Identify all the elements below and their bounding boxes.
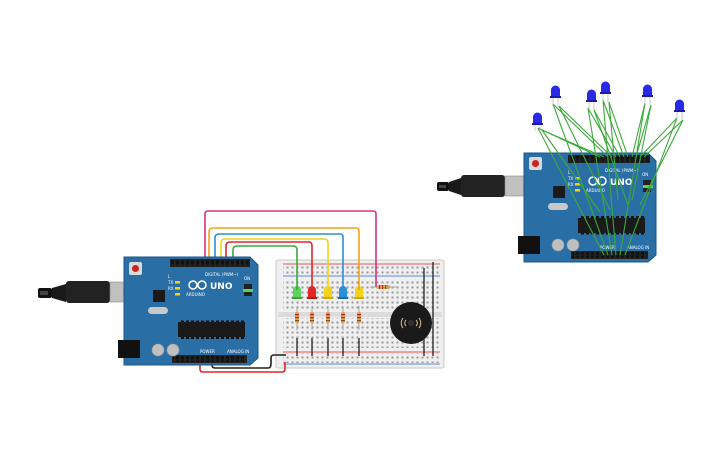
arduino-logo-icon xyxy=(188,280,207,290)
led-resistors[interactable] xyxy=(295,285,398,330)
wire-green[interactable] xyxy=(232,245,298,290)
led-icon[interactable] xyxy=(354,286,364,299)
resistor-icon xyxy=(310,306,314,330)
power-label: POWER xyxy=(600,245,615,250)
wire-black-gnd[interactable] xyxy=(211,354,286,369)
analog-label: ANALOG IN xyxy=(627,245,649,250)
wire-red[interactable] xyxy=(225,241,313,290)
led-icon[interactable] xyxy=(532,112,543,132)
rx-label: RX xyxy=(168,286,174,291)
analog-label: ANALOG IN xyxy=(227,349,249,354)
resistor-icon xyxy=(341,306,345,330)
wire-magenta[interactable] xyxy=(204,210,377,287)
wire-red-5v[interactable] xyxy=(199,362,286,373)
signal-wires[interactable] xyxy=(204,210,377,290)
on-label: ON xyxy=(642,172,648,177)
resistor-icon xyxy=(295,306,299,330)
led-icon[interactable] xyxy=(642,84,653,106)
digital-label: DIGITAL (PWM~) xyxy=(605,168,639,173)
led-icon[interactable] xyxy=(323,286,333,299)
breadboard-leds[interactable] xyxy=(292,286,364,299)
digital-label: DIGITAL (PWM~) xyxy=(205,272,239,277)
brand-label: ARDUINO xyxy=(586,188,605,193)
wire-orange[interactable] xyxy=(208,227,360,290)
led-icon[interactable] xyxy=(338,286,348,299)
piezo-buzzer-icon[interactable] xyxy=(390,302,432,344)
power-wires[interactable] xyxy=(199,354,286,373)
rx-label: RX xyxy=(568,182,574,187)
on-label: ON xyxy=(244,276,250,281)
led-wires[interactable] xyxy=(537,99,684,256)
led-icon[interactable] xyxy=(600,81,611,103)
led-icon[interactable] xyxy=(292,286,302,299)
led-icon[interactable] xyxy=(307,286,317,299)
resistor-icon xyxy=(357,306,361,330)
model-label: UNO xyxy=(610,178,633,188)
model-label: UNO xyxy=(210,282,233,292)
arduino-uno-board-right[interactable]: ARDUINO UNO DIGITAL (PWM~) POWER ANALOG … xyxy=(518,152,657,263)
power-label: POWER xyxy=(200,349,215,354)
led-icon[interactable] xyxy=(550,85,561,107)
arduino-uno-board-left[interactable]: ARDUINO UNO DIGITAL (PWM~) POWER ANALOG … xyxy=(118,256,259,366)
usb-plug-icon[interactable] xyxy=(437,175,532,197)
wire-blue[interactable] xyxy=(214,233,344,290)
brand-label: ARDUINO xyxy=(186,292,205,297)
tx-label: TX xyxy=(167,280,173,285)
resistor-icon xyxy=(326,306,330,330)
usb-plug-icon[interactable] xyxy=(38,281,137,303)
tx-label: TX xyxy=(567,176,573,181)
led-icon[interactable] xyxy=(674,99,685,121)
blue-leds[interactable] xyxy=(532,81,685,132)
wire-yellow[interactable] xyxy=(220,238,329,290)
resistor-icon xyxy=(370,285,398,289)
led-icon[interactable] xyxy=(586,89,597,111)
l-label: L xyxy=(168,274,171,279)
arduino-logo-icon xyxy=(588,176,607,186)
l-label: L xyxy=(568,170,571,175)
left-circuit: ARDUINO UNO DIGITAL (PWM~) POWER ANALOG … xyxy=(38,210,445,373)
right-circuit: ARDUINO UNO DIGITAL (PWM~) POWER ANALOG … xyxy=(437,81,685,263)
